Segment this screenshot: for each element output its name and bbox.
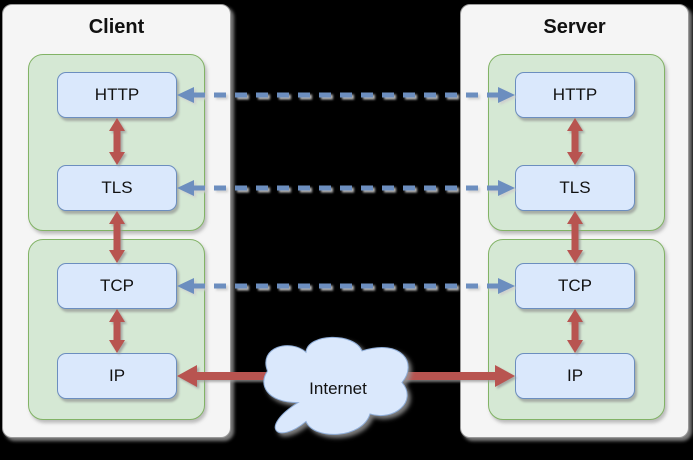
internet-label: Internet: [309, 378, 367, 398]
server-tcp-node: TCP: [515, 263, 635, 309]
edge-client-http-client-tls: [109, 118, 125, 165]
client-ip-node: IP: [57, 353, 177, 399]
internet-cloud: Internet: [258, 327, 418, 453]
client-panel-title: Client: [88, 16, 145, 38]
client-tcp-node: TCP: [57, 263, 177, 309]
edge-server-tls-server-tcp: [567, 211, 583, 263]
edge-client-tcp-server-tcp: [177, 278, 515, 294]
edge-client-http-server-http: [177, 87, 515, 103]
server-tls-node: TLS: [515, 165, 635, 211]
server-http-node: HTTP: [515, 72, 635, 118]
server-ip-node: IP: [515, 353, 635, 399]
client-http-node: HTTP: [57, 72, 177, 118]
server-panel-title: Server: [543, 16, 606, 38]
edge-client-tls-client-tcp: [109, 211, 125, 263]
client-tls-node: TLS: [57, 165, 177, 211]
edge-client-tls-server-tls: [177, 180, 515, 196]
edge-server-tcp-server-ip: [567, 309, 583, 353]
edge-server-http-server-tls: [567, 118, 583, 165]
cloud-icon: [258, 327, 418, 453]
edge-client-tcp-client-ip: [109, 309, 125, 353]
